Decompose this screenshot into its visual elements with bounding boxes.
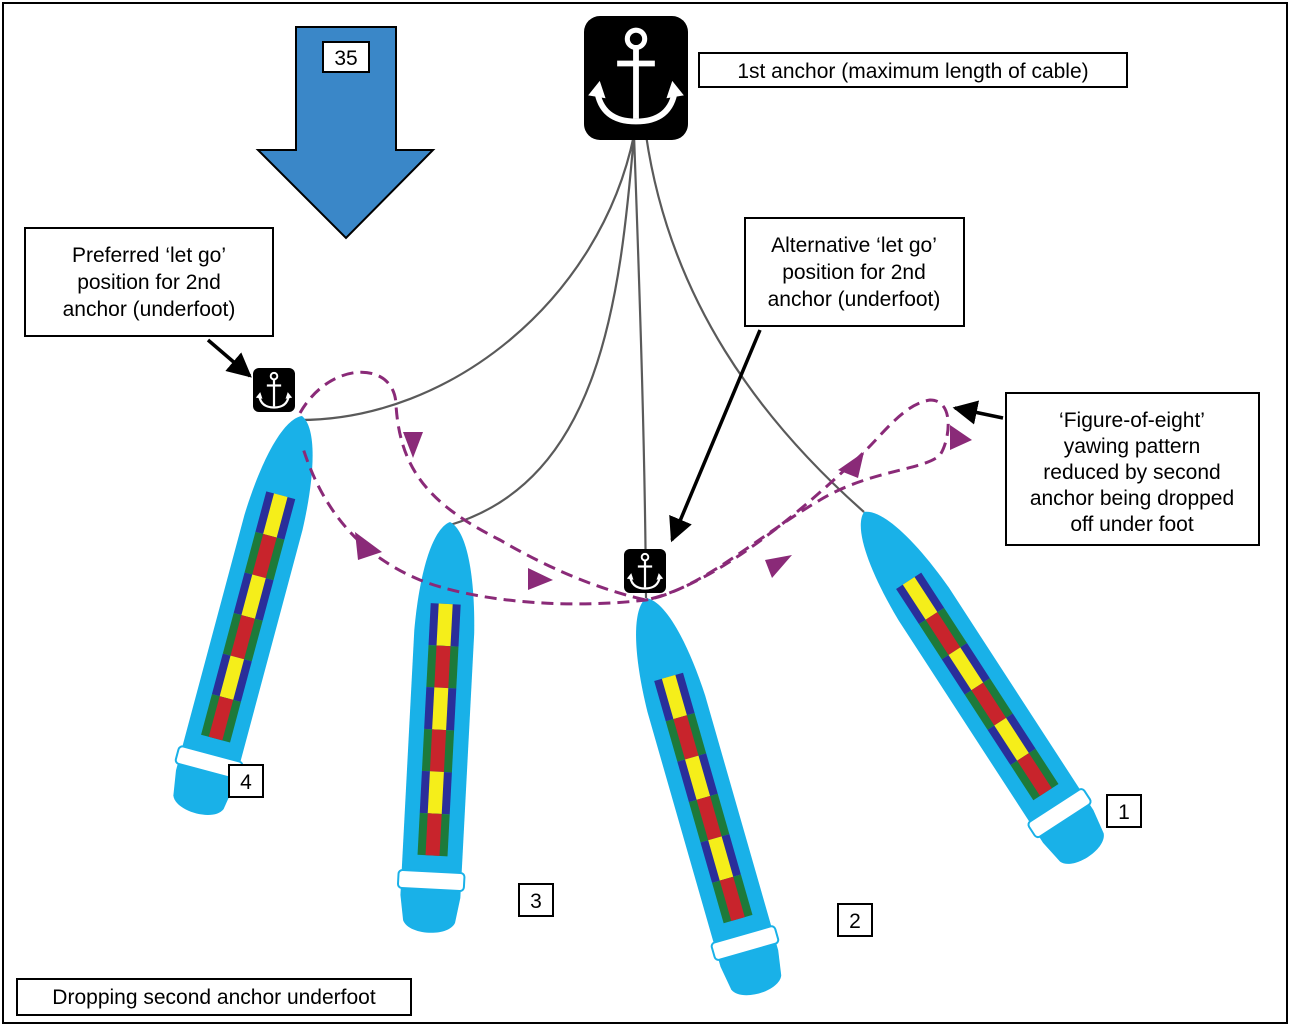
alternative-position-callout: Alternative ‘let go’ position for 2nd an… — [669, 217, 965, 543]
figure8-line-5: off under foot — [1070, 513, 1194, 536]
figure-of-eight-yaw-path — [298, 370, 950, 606]
ship-number-label-4: 4 — [228, 764, 264, 798]
ship-number-4: 4 — [240, 771, 252, 794]
alternative-line-2: position for 2nd — [782, 261, 926, 284]
ship-3 — [394, 519, 484, 936]
cable-ship-3 — [449, 134, 636, 527]
first-anchor — [584, 16, 688, 140]
cable-ship-2 — [632, 134, 648, 599]
alternative-line-1: Alternative ‘let go’ — [771, 234, 937, 257]
ship-2 — [613, 587, 793, 1004]
first-anchor-label-box: 1st anchor (maximum length of cable) — [698, 52, 1128, 88]
ship-number-1: 1 — [1118, 801, 1130, 824]
preferred-line-1: Preferred ‘let go’ — [72, 244, 226, 267]
preferred-anchor-marker — [253, 368, 295, 412]
ship-number-label-1: 1 — [1106, 794, 1142, 828]
preferred-position-callout: Preferred ‘let go’ position for 2nd anch… — [24, 227, 274, 378]
ship-number-label-3: 3 — [518, 883, 554, 917]
figure8-line-4: anchor being dropped — [1030, 487, 1234, 510]
figure8-line-2: yawing pattern — [1064, 435, 1201, 458]
ship-number-3: 3 — [530, 890, 542, 913]
cable-ship-1 — [644, 134, 865, 513]
ship-number-2: 2 — [849, 910, 861, 933]
first-anchor-label: 1st anchor (maximum length of cable) — [737, 60, 1088, 83]
anchor-cables — [299, 134, 865, 599]
preferred-line-2: position for 2nd — [77, 271, 221, 294]
preferred-line-3: anchor (underfoot) — [63, 298, 236, 321]
wind-arrow-label: 35 — [334, 47, 357, 70]
ship-4 — [162, 406, 335, 823]
alternative-anchor-marker — [624, 549, 666, 593]
caption-box: Dropping second anchor underfoot — [16, 978, 412, 1016]
ship-number-label-2: 2 — [837, 903, 873, 937]
wind-direction-arrow: 35 — [255, 26, 436, 240]
yaw-direction-arrows — [355, 425, 972, 590]
cable-ship-4 — [299, 134, 636, 422]
alternative-line-3: anchor (underfoot) — [768, 288, 941, 311]
figure8-line-1: ‘Figure-of-eight’ — [1059, 409, 1205, 432]
ship-1 — [835, 493, 1117, 876]
figure8-line-3: reduced by second — [1043, 461, 1220, 484]
caption: Dropping second anchor underfoot — [52, 986, 376, 1009]
figure-of-eight-callout: ‘Figure-of-eight’ yawing pattern reduced… — [952, 392, 1260, 546]
